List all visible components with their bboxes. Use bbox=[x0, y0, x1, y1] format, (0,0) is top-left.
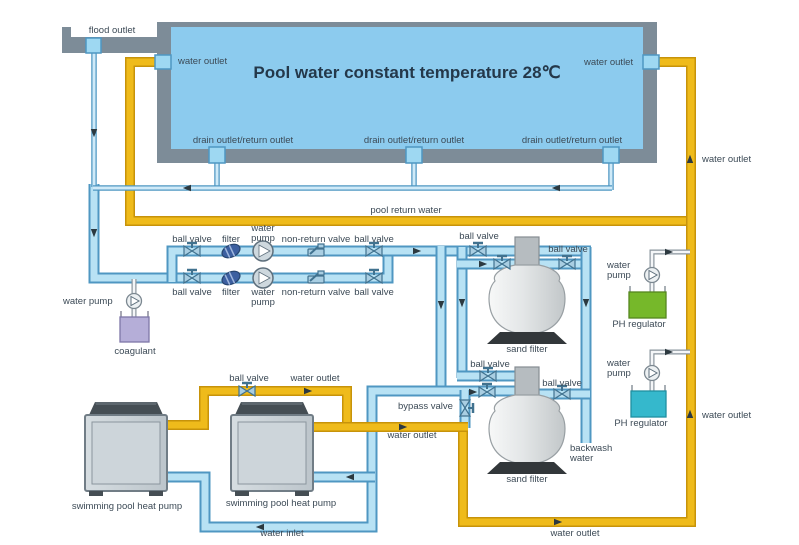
drain-port-3 bbox=[602, 146, 620, 164]
pool-rim bbox=[157, 22, 657, 27]
pipes-blue bbox=[88, 184, 592, 533]
label-water-outlet-bypass: water outlet bbox=[387, 430, 437, 441]
pool bbox=[62, 22, 657, 163]
label-ball-valve: ball valve bbox=[354, 234, 394, 245]
label-ball-valve: ball valve bbox=[459, 231, 499, 242]
label-water-outlet-hp: water outlet bbox=[290, 373, 340, 384]
pipes-yellow bbox=[125, 57, 696, 527]
label-heat-pump-2: swimming pool heat pump bbox=[225, 498, 337, 509]
label-pool-return-water: pool return water bbox=[370, 205, 442, 216]
label-flood-outlet: flood outlet bbox=[88, 25, 136, 36]
water-outlet-port-left bbox=[154, 54, 172, 70]
pool-water bbox=[168, 25, 645, 152]
label-water-outlet-right-top: water outlet bbox=[702, 154, 752, 165]
pool-wall-left bbox=[157, 22, 171, 163]
pipes-thin-blue bbox=[91, 50, 614, 190]
label-non-return-valve: non-return valve bbox=[281, 287, 351, 298]
flood-channel-end bbox=[62, 27, 71, 53]
water-outlet-port-right bbox=[642, 54, 660, 70]
label-water-pump-coagulant: water pump bbox=[63, 296, 113, 307]
pool-wall-right bbox=[643, 22, 657, 163]
label-drain-outlet-3: drain outlet/return outlet bbox=[521, 135, 623, 146]
label-sand-filter-upper: sand filter bbox=[506, 344, 548, 355]
water-pump-icon bbox=[252, 240, 274, 262]
label-heat-pump-1: swimming pool heat pump bbox=[71, 501, 183, 512]
label-ph-pump-l2: pump bbox=[607, 270, 631, 281]
label-ph-pump-l1: water bbox=[607, 358, 631, 369]
ph-regulator-tank-teal bbox=[630, 385, 667, 418]
label-ph-pump-l1: water bbox=[607, 260, 631, 271]
drain-port-1 bbox=[208, 146, 226, 164]
label-water-outlet-bottom: water outlet bbox=[550, 528, 600, 539]
label-bypass-valve: bypass valve bbox=[398, 401, 453, 412]
label-water-pump-l2: pump bbox=[251, 233, 275, 244]
heat-pump-2 bbox=[230, 401, 314, 497]
label-drain-outlet-1: drain outlet/return outlet bbox=[192, 135, 294, 146]
heat-pump-1 bbox=[84, 401, 168, 497]
label-water-outlet-right-lower: water outlet bbox=[702, 410, 752, 421]
label-ball-valve: ball valve bbox=[172, 234, 212, 245]
pool-title: Pool water constant temperature 28℃ bbox=[253, 63, 561, 82]
pool-ports bbox=[85, 37, 660, 164]
label-filter: filter bbox=[222, 287, 240, 298]
label-ph-regulator-lower: PH regulator bbox=[614, 418, 668, 429]
flood-channel bbox=[62, 37, 158, 53]
label-backwash-l2: water bbox=[570, 453, 594, 464]
filter-icon bbox=[219, 267, 243, 289]
ph-pump-icon bbox=[643, 266, 661, 284]
label-water-pump-l1: water bbox=[251, 287, 275, 298]
flood-outlet-port bbox=[85, 37, 102, 54]
label-drain-outlet-2: drain outlet/return outlet bbox=[363, 135, 465, 146]
label-coagulant: coagulant bbox=[114, 346, 156, 357]
coagulant-pump-icon bbox=[125, 292, 143, 310]
label-ball-valve: ball valve bbox=[172, 287, 212, 298]
label-water-inlet: water inlet bbox=[260, 528, 304, 539]
label-water-pump-l2: pump bbox=[251, 297, 275, 308]
equipment bbox=[84, 236, 667, 497]
label-ball-valve: ball valve bbox=[542, 378, 582, 389]
coagulant-tank bbox=[119, 311, 150, 343]
label-water-outlet-pool-right: water outlet bbox=[584, 57, 634, 68]
label-ball-valve: ball valve bbox=[470, 359, 510, 370]
ph-regulator-tank-green bbox=[628, 286, 667, 319]
label-water-outlet-pool-left: water outlet bbox=[178, 56, 228, 67]
water-pump-icon bbox=[252, 267, 274, 289]
label-sand-filter-lower: sand filter bbox=[506, 474, 548, 485]
label-backwash-l1: backwash bbox=[570, 443, 613, 454]
label-ball-valve: ball valve bbox=[548, 244, 588, 255]
label-ph-pump-l2: pump bbox=[607, 368, 631, 379]
ph-pump-icon bbox=[643, 364, 661, 382]
label-filter: filter bbox=[222, 234, 240, 245]
label-ball-valve-hp: ball valve bbox=[229, 373, 269, 384]
label-water-pump-l1: water bbox=[251, 223, 275, 234]
drain-port-2 bbox=[405, 146, 423, 164]
label-ph-regulator-upper: PH regulator bbox=[612, 319, 666, 330]
label-ball-valve: ball valve bbox=[354, 287, 394, 298]
label-non-return-valve: non-return valve bbox=[281, 234, 351, 245]
